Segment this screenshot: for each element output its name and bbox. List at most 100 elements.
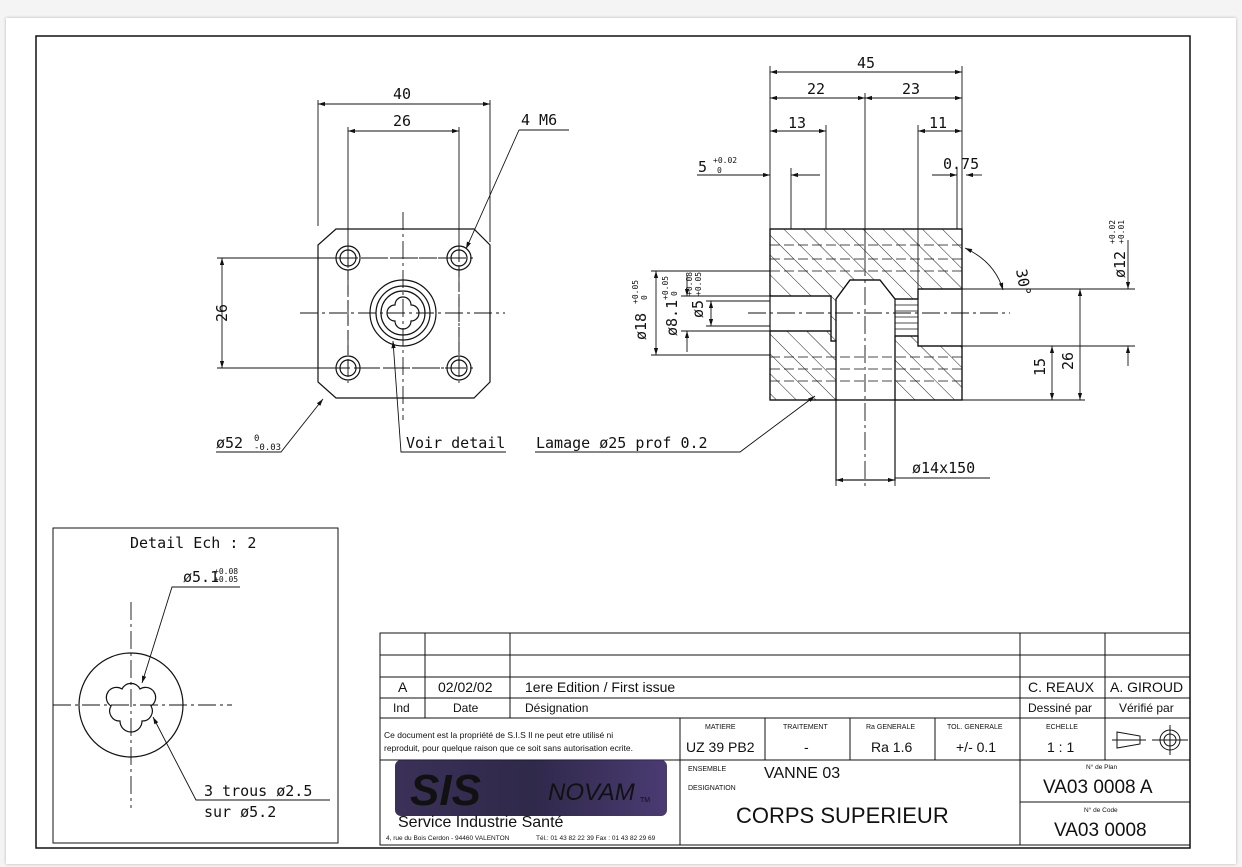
dia-12-tol-lower: +0.01	[1117, 220, 1126, 244]
detail-dia-51: ø5.1	[183, 568, 219, 586]
company-name: Service Industrie Santé	[398, 814, 564, 831]
section-right-dims	[962, 240, 1135, 401]
dia-5-tol-lower: +0.05	[694, 272, 703, 296]
dim-5-tol-lower: 0	[717, 166, 722, 175]
header-date: Date	[453, 701, 479, 715]
field-value-traitement: -	[804, 739, 809, 755]
dia-18-tol-upper: +0.05	[631, 280, 640, 304]
dia-5-tol-upper: +0.08	[685, 272, 694, 296]
designation-label: DESIGNATION	[688, 785, 736, 792]
detail-callout: Voir detail	[406, 434, 505, 452]
dia-12-tol-upper: +0.02	[1108, 220, 1117, 244]
dim-right: 23	[902, 80, 920, 98]
notice-line2: reproduit, pour quelque raison que ce so…	[384, 743, 633, 753]
dim-left: 22	[807, 80, 825, 98]
projection-symbol-icon	[1112, 725, 1188, 755]
dia-18: ø18	[632, 313, 650, 340]
thread-callout: 4 M6	[521, 111, 557, 129]
dim-13: 13	[788, 114, 806, 132]
company-phone: Tél.: 01 43 82 22 39 Fax : 01 43 82 29 6…	[536, 835, 656, 842]
field-label-ra: Ra GENERALE	[866, 724, 915, 731]
detail-title: Detail Ech : 2	[130, 534, 256, 552]
drawing-border	[35, 35, 1191, 849]
header-checked-by: Vérifié par	[1119, 701, 1174, 715]
front-view	[216, 100, 816, 453]
checked-by: A. GIROUD	[1110, 679, 1183, 695]
dia-14: ø14x150	[912, 459, 975, 477]
field-value-echelle: 1 : 1	[1047, 739, 1074, 755]
designation-value: CORPS SUPERIEUR	[736, 803, 949, 828]
field-label-matiere: MATIERE	[705, 724, 736, 731]
dim-26: 26	[1059, 352, 1077, 370]
diameter-tol-lower: -0.03	[254, 443, 281, 453]
dim-5-tol-upper: +0.02	[713, 156, 737, 165]
angle-label: 30°	[1012, 268, 1034, 298]
drawing-sheet	[6, 18, 1236, 864]
dim-total: 45	[857, 54, 875, 72]
dia-81: ø8.1	[663, 300, 681, 336]
dim-11: 11	[929, 114, 947, 132]
field-value-ra: Ra 1.6	[871, 739, 912, 755]
ensemble-value: VANNE 03	[764, 765, 840, 782]
front-view-labels: 40 26 26 4 M6 ø52 0 -0.03 Voir detail La…	[213, 85, 708, 453]
dia-18-tol-lower: 0	[640, 295, 649, 300]
section-bottom-dims	[835, 477, 990, 486]
dim-15: 15	[1031, 358, 1049, 376]
thread-lines	[895, 304, 918, 330]
field-label-tol: TOL. GENERALE	[947, 724, 1003, 731]
field-value-matiere: UZ 39 PB2	[686, 739, 755, 755]
section-left-dims	[651, 270, 770, 356]
dia-81-tol-upper: +0.05	[661, 276, 670, 300]
flange-outline	[317, 228, 491, 399]
section-view	[651, 66, 1135, 490]
company-logo: SIS NOVAM TM	[395, 760, 667, 816]
code-value: VA03 0008	[1054, 820, 1147, 841]
section-top-dims	[697, 66, 982, 289]
plan-label: N° de Plan	[1086, 763, 1118, 771]
detail-dia-51-tol-lower: +0.05	[214, 575, 238, 584]
hidden-lines	[770, 244, 962, 382]
section-hatch-bottom-left	[769, 330, 837, 401]
detail-dia-51-tol-upper: +0.08	[214, 567, 238, 576]
revision-date: 02/02/02	[438, 679, 493, 695]
section-centerlines	[748, 258, 1010, 490]
diameter-tol-upper: 0	[254, 434, 259, 444]
dim-5: 5	[698, 158, 707, 176]
dim-075: 0.75	[943, 155, 979, 173]
logo-sub: NOVAM	[548, 779, 635, 806]
field-label-traitement: TRAITEMENT	[783, 724, 828, 731]
stem	[835, 399, 896, 481]
diameter-callout: ø52	[216, 434, 243, 452]
detail-view	[52, 527, 339, 844]
counterbore-callout: Lamage ø25 prof 0.2	[536, 434, 708, 452]
plan-value: VA03 0008 A	[1043, 777, 1153, 798]
notice-line1: Ce document est la propriété de S.I.S Il…	[384, 730, 613, 740]
dia-81-tol-lower: 0	[670, 291, 679, 296]
field-value-tol: +/- 0.1	[956, 739, 996, 755]
dim-width-overall: 40	[393, 85, 411, 103]
code-label: N° de Code	[1084, 806, 1118, 814]
field-label-echelle: ECHELLE	[1046, 724, 1078, 731]
logo-letters: SIS	[410, 766, 481, 815]
section-view-labels: 45 22 23 13 11 5 +0.02 0 0.75 30° ø18 +0…	[631, 54, 1129, 477]
front-centerlines	[300, 212, 505, 420]
company-address: 4, rue du Bois Cerdon - 94460 VALENTON	[386, 835, 510, 842]
title-block	[379, 632, 1191, 846]
logo-tm: TM	[640, 797, 650, 804]
dia-5: ø5	[689, 300, 707, 318]
dim-hole-spacing-v: 26	[213, 304, 231, 322]
section-hatch-top	[769, 228, 963, 342]
detail-view-labels: Detail Ech : 2 ø5.1 +0.08 +0.05 3 trous …	[130, 534, 312, 821]
header-designation: Désignation	[525, 701, 588, 715]
drawn-by: C. REAUX	[1028, 679, 1095, 695]
header-index: Ind	[393, 701, 410, 715]
ensemble-label: ENSEMBLE	[688, 766, 726, 773]
header-drawn-by: Dessiné par	[1028, 701, 1092, 715]
title-block-text: A 02/02/02 1ere Edition / First issue C.…	[384, 679, 1183, 842]
dim-hole-spacing-h: 26	[393, 112, 411, 130]
dia-12: ø12	[1111, 251, 1129, 278]
detail-holes-line2: sur ø5.2	[204, 803, 276, 821]
revision-index: A	[398, 679, 408, 695]
revision-designation: 1ere Edition / First issue	[525, 679, 675, 695]
